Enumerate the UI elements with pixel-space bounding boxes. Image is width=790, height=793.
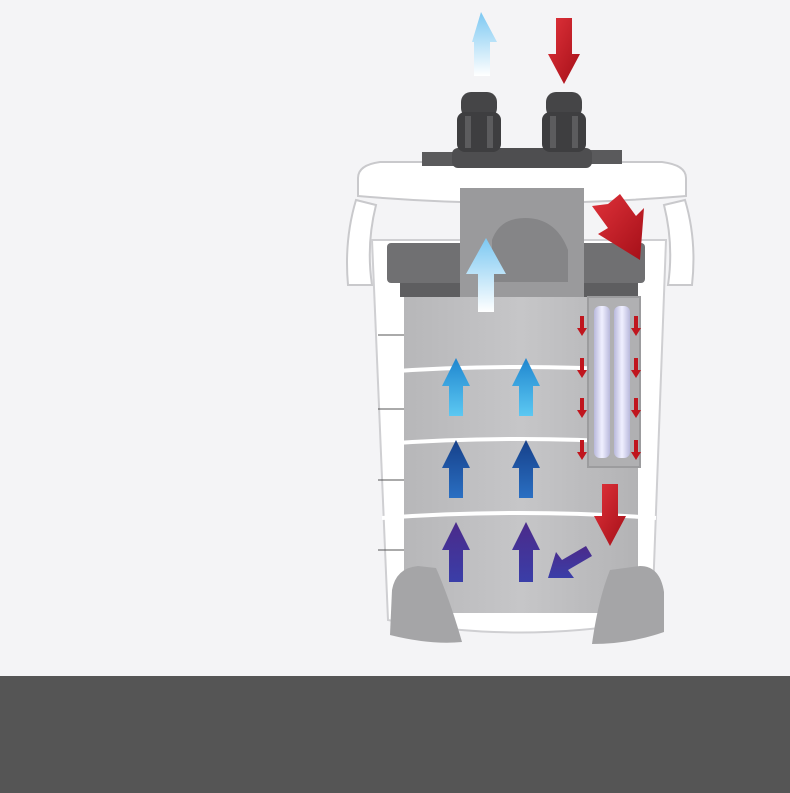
lid-clip-right	[586, 150, 622, 164]
inlet-valve	[542, 92, 586, 152]
uv-inflow-arrows	[577, 316, 641, 460]
inlet-arrow-down-icon	[548, 18, 580, 84]
uv-lamp-2	[614, 306, 630, 458]
stage-bottom-arrow-up-icon-right	[512, 522, 540, 582]
stage-middle-arrow-up-icon-left	[442, 440, 470, 498]
stage-top-arrow-up-icon-left	[442, 358, 470, 416]
impeller-housing	[492, 218, 568, 282]
footer-band	[0, 676, 790, 793]
head-inflow-arrow-icon	[592, 194, 644, 260]
head-outflow-arrow-up-icon	[466, 238, 506, 312]
chamber-inflow-arrow-down-icon	[594, 484, 626, 546]
canister-lid	[357, 161, 687, 204]
outlet-valve	[457, 92, 501, 152]
canister-filter-diagram	[346, 12, 695, 644]
uv-lamp-1	[594, 306, 610, 458]
stage-top-arrow-up-icon-right	[512, 358, 540, 416]
outlet-arrow-up-icon	[472, 12, 497, 76]
left-handle	[346, 198, 378, 286]
tray-divider-3	[381, 511, 657, 520]
stage-bottom-arrow-up-icon-left	[442, 522, 470, 582]
right-foot	[592, 566, 664, 644]
diagram-canvas	[346, 12, 695, 644]
return-arrow-diagonal-icon	[548, 546, 592, 578]
stage-middle-arrow-up-icon-right	[512, 440, 540, 498]
right-handle	[662, 198, 695, 286]
left-foot	[390, 566, 462, 643]
connector-base	[452, 148, 592, 168]
lid-clip-left	[422, 152, 456, 166]
